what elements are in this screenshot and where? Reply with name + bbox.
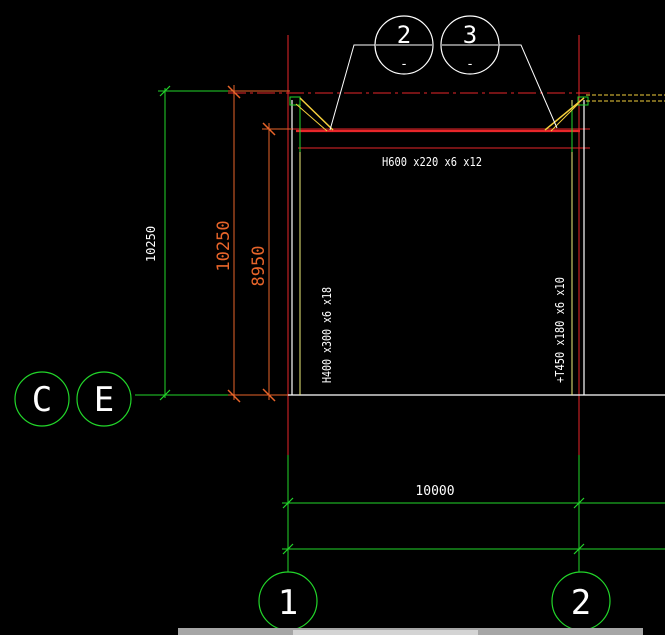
horizontal-scrollbar[interactable]: [178, 628, 643, 635]
tick-left: [282, 497, 294, 509]
member-labels: H600 x220 x6 x12 H400 x300 x6 x18 +T450 …: [320, 155, 567, 383]
bubble-label: 1: [278, 583, 298, 623]
tick-top: [159, 85, 171, 97]
left-column-label: H400 x300 x6 x18: [320, 287, 334, 383]
grid-bubble-c[interactable]: C: [14, 371, 70, 427]
knee-braces: [295, 97, 585, 132]
callout-number: 3: [463, 21, 477, 49]
left-column-cap: [289, 96, 301, 106]
dimension-overall-height-left[interactable]: 10250: [135, 85, 232, 401]
tick-bottom: [227, 389, 241, 403]
dimension-overall-height-right[interactable]: 10250: [214, 85, 290, 403]
grid-bubble-1[interactable]: 1: [258, 571, 318, 631]
dim-text: 10250: [144, 226, 158, 262]
axis-lines: [228, 35, 590, 460]
left-brace: [299, 97, 334, 131]
detail-callout-2[interactable]: 2 -: [374, 15, 434, 75]
grid-bubble-e[interactable]: E: [76, 371, 132, 427]
bubble-circle: [76, 371, 132, 427]
bubble-circle: [14, 371, 70, 427]
left-brace-2: [295, 103, 328, 132]
tick-top: [227, 85, 241, 99]
right-brace-2: [550, 103, 579, 132]
dim-text: 10250: [214, 220, 234, 271]
detail-callout-3[interactable]: 3 -: [440, 15, 500, 75]
dimension-span-width[interactable]: 10000: [282, 455, 665, 555]
tick-left-lower: [282, 543, 294, 555]
tick-bottom: [262, 388, 276, 402]
callout-sheet: -: [466, 57, 474, 72]
grid-bubble-2[interactable]: 2: [551, 571, 611, 631]
dim-text: 8950: [249, 246, 269, 287]
tick-bottom: [159, 389, 171, 401]
grid-bubbles-letters[interactable]: C E: [14, 371, 132, 427]
callout-leader-left: [329, 44, 378, 131]
bubble-label: E: [94, 380, 114, 420]
callout-sheet: -: [400, 57, 408, 72]
scrollbar-thumb[interactable]: [293, 630, 478, 635]
bubble-label: 2: [571, 583, 591, 623]
callout-number: 2: [397, 21, 411, 49]
bubble-label: C: [32, 380, 52, 420]
beam-label: H600 x220 x6 x12: [382, 155, 482, 169]
steel-frame[interactable]: [288, 94, 665, 396]
tick-right-lower: [573, 543, 585, 555]
tick-right: [573, 497, 585, 509]
right-column-label: +T450 x180 x6 x10: [553, 277, 567, 383]
tick-top: [262, 122, 276, 136]
dim-text: 10000: [415, 484, 454, 499]
callout-leader-right: [491, 44, 558, 129]
grid-bubbles-numbers[interactable]: 1 2: [258, 555, 611, 631]
dimension-column-height[interactable]: 8950: [249, 122, 292, 402]
right-brace: [544, 97, 585, 131]
detail-callouts[interactable]: 2 - 3 -: [329, 15, 558, 131]
